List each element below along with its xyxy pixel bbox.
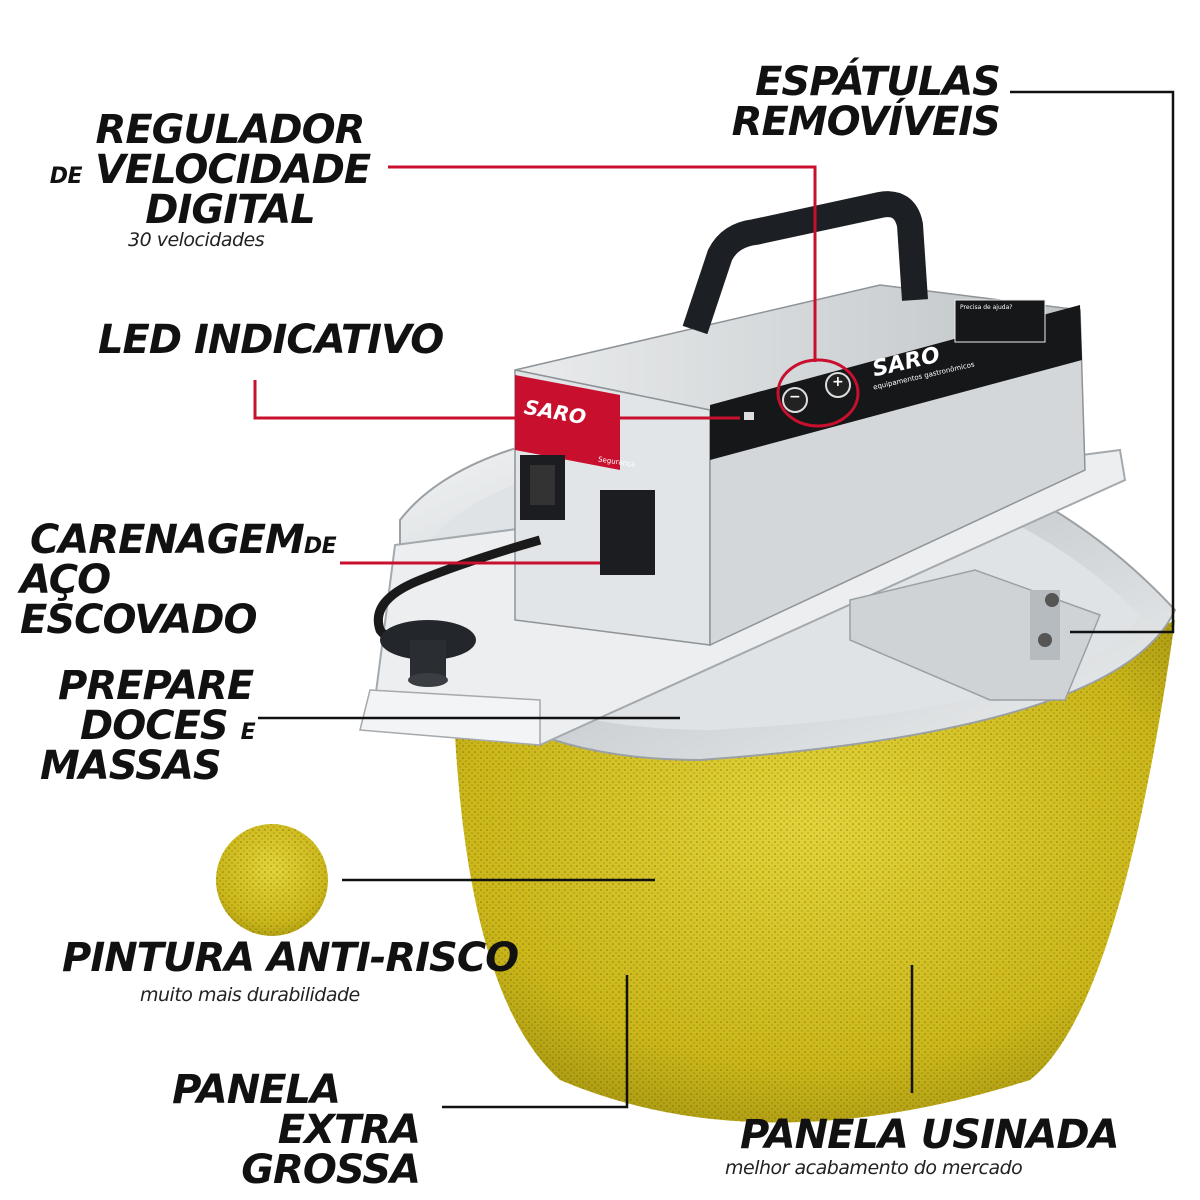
label-regulador-line1: REGULADOR	[95, 107, 366, 153]
label-pintura-sub: muito mais durabilidade	[140, 984, 360, 1006]
brand-help-title: Precisa de ajuda?	[960, 304, 1013, 311]
motor-box	[514, 284, 1086, 647]
control-plus-button[interactable]: +	[832, 374, 844, 390]
label-regulador: REGULADOR DE VELOCIDADE DIGITAL	[40, 110, 380, 230]
label-panela-usinada-sub: melhor acabamento do mercado	[725, 1157, 1023, 1179]
label-espatulas: ESPÁTULAS REMOVÍVEIS	[700, 59, 1001, 145]
label-panela-grossa-line1: PANELA	[172, 1067, 341, 1113]
label-carenagem: CARENAGEMDE AÇO ESCOVADO	[20, 520, 340, 640]
control-minus-button[interactable]: −	[789, 389, 801, 405]
cable-knob	[374, 535, 542, 687]
label-prepare-line3: MASSAS	[40, 743, 222, 789]
label-espatulas-line1: ESPÁTULAS	[755, 59, 1001, 105]
label-prepare-line1: PREPARE	[58, 663, 254, 709]
label-carenagem-line2: AÇO ESCOVADO	[20, 557, 257, 643]
spatula	[849, 569, 1101, 701]
label-panela-grossa-line2: EXTRA GROSSA	[241, 1107, 421, 1193]
label-carenagem-line1: CARENAGEM	[30, 517, 305, 563]
label-prepare-line2: DOCES	[80, 703, 229, 749]
label-prepare-conj: E	[240, 720, 256, 745]
paint-swatch	[216, 824, 328, 936]
label-prepare: PREPARE DOCES E MASSAS	[40, 666, 260, 786]
label-regulador-prefix: DE	[49, 164, 83, 189]
label-carenagem-suffix: DE	[303, 534, 337, 559]
label-regulador-line3: DIGITAL	[145, 187, 315, 233]
label-espatulas-line2: REMOVÍVEIS	[731, 99, 1001, 145]
handle	[682, 191, 928, 335]
pointer-lines	[253, 90, 1175, 1109]
label-pintura: PINTURA ANTI-RISCO	[62, 935, 519, 981]
label-panela-usinada: PANELA USINADA	[740, 1112, 1120, 1158]
label-led: LED INDICATIVO	[98, 317, 444, 363]
label-regulador-sub: 30 velocidades	[128, 229, 265, 251]
label-panela-grossa: PANELA EXTRA GROSSA	[100, 1067, 421, 1193]
label-regulador-line2: VELOCIDADE	[94, 147, 371, 193]
